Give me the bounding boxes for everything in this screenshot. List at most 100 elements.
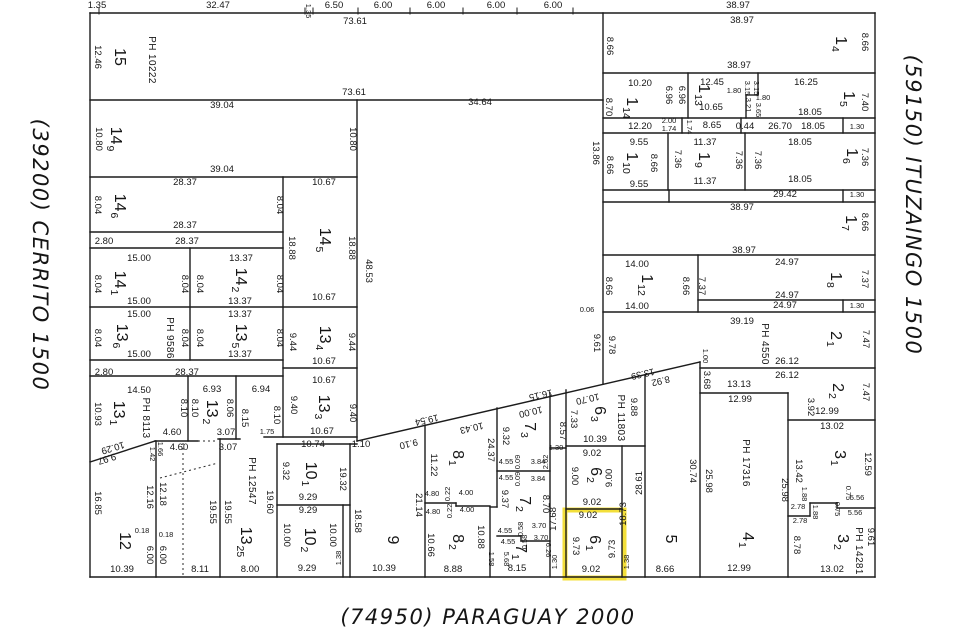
dimension-label: 18.05 (801, 121, 825, 132)
parcel-label-14-6[interactable]: 146 (108, 194, 128, 219)
parcel-label-7-2[interactable]: 72 (513, 496, 533, 512)
parcel-label-1-6[interactable]: 16 (840, 148, 860, 164)
parcel-label-2-2[interactable]: 22 (826, 383, 846, 399)
dimension-label: 9.29 (298, 563, 317, 574)
dimension-label: 28.37 (175, 367, 199, 378)
dimension-label: 19.60 (264, 490, 275, 514)
parcel-label-1-14[interactable]: 114 (620, 97, 640, 119)
dimension-label: 1.74 (662, 124, 677, 133)
parcel-label-14-2[interactable]: 142 (229, 268, 249, 293)
dimension-label: 8.04 (179, 329, 190, 348)
dimension-label: 3.07 (219, 442, 238, 453)
dimension-label: 9.78 (606, 336, 617, 355)
dimension-label: 10.67 (310, 426, 334, 437)
parcel-label-6-1[interactable]: 61 (583, 535, 603, 551)
parcel-label-14-5[interactable]: 145 (313, 228, 333, 253)
dimension-label: 4.55 (501, 537, 516, 546)
parcel-label-13-1[interactable]: 131 (107, 401, 127, 426)
parcel-label-15[interactable]: 15 (111, 48, 128, 66)
dimension-label: 15.00 (127, 296, 151, 307)
dimension-label: 28.61 (634, 471, 645, 495)
parcel-label-5[interactable]: 5 (662, 535, 679, 544)
dimension-label: 8.66 (859, 213, 870, 232)
dimension-label: 18.58 (352, 509, 363, 533)
dimension-label: 0.22 (443, 487, 452, 502)
parcel-label-1-8[interactable]: 18 (824, 272, 844, 288)
parcel-label-13-4[interactable]: 134 (313, 326, 333, 351)
dimension-label: 10.80 (93, 127, 104, 151)
parcel-label-1-5[interactable]: 15 (837, 91, 857, 107)
parcel-label-1-7[interactable]: 17 (839, 215, 859, 231)
parcel-label-14-1[interactable]: 141 (108, 271, 128, 296)
parcel-label-12[interactable]: 12 (116, 532, 133, 550)
dimension-label: 19.54 (414, 411, 440, 427)
parcel-label-1-10[interactable]: 110 (620, 152, 640, 174)
dimension-label: 8.06 (224, 399, 235, 418)
parcel-label-13-2[interactable]: 132 (200, 400, 220, 425)
dimension-label: 4.55 (498, 526, 513, 535)
dimension-label: 13.37 (228, 349, 252, 360)
parcel-label-6-2[interactable]: 62 (584, 467, 604, 483)
dimension-label: 0.58 (520, 535, 529, 550)
dimension-label: 5.56 (848, 508, 863, 517)
highlighted-parcel-6-1[interactable] (562, 507, 627, 581)
dimension-label: 3.84 (531, 457, 546, 466)
dimension-label: 21.14 (413, 493, 424, 517)
parcel-label-14-9[interactable]: 149 (104, 127, 124, 152)
parcel-label-13-6[interactable]: 136 (110, 324, 130, 349)
dimension-label: 18.05 (798, 107, 822, 118)
dimension-label: 13.02 (820, 564, 844, 575)
dimension-label: 8.04 (179, 275, 190, 294)
parcel-label-1-4[interactable]: 14 (829, 36, 849, 52)
dimension-label: 8.78 (791, 536, 802, 555)
dimension-label: 1.10 (352, 439, 371, 450)
parcel-label-3-1[interactable]: 31 (828, 450, 848, 466)
dimension-label: 38.97 (726, 0, 750, 11)
dimension-label: 7.36 (752, 151, 763, 170)
parcel-label-8-1[interactable]: 81 (446, 450, 466, 466)
dimension-label: 8.04 (92, 275, 103, 294)
dimension-label: 9.55 (630, 137, 649, 148)
parcel-label-9[interactable]: 9 (384, 536, 401, 545)
dimension-label: 2.00 (662, 116, 677, 125)
parcel-label-7-3[interactable]: 73 (518, 422, 538, 438)
dimension-label: 6.00 (374, 0, 393, 11)
parcel-label-1-13[interactable]: 113 (692, 84, 712, 106)
parcel-label-3-2[interactable]: 32 (831, 534, 851, 550)
parcel-label-1-12[interactable]: 112 (635, 274, 655, 296)
dimension-label: 13.39 (630, 365, 656, 381)
dimension-label: 9.55 (630, 179, 649, 190)
dimension-label: 39.19 (730, 316, 754, 327)
dimension-label: 34.64 (468, 97, 492, 108)
dimension-label: 38.97 (730, 15, 754, 26)
dimension-label: 39.04 (210, 100, 234, 111)
parcel-label-1-9[interactable]: 19 (692, 152, 712, 168)
parcel-label-7-1[interactable]: 71 (509, 544, 529, 560)
parcel-label-10-1[interactable]: 101 (299, 462, 319, 487)
dimension-label: 10.67 (312, 375, 336, 386)
dimension-label: 10.70 (575, 390, 601, 406)
dimension-label: 4.60 (163, 427, 182, 438)
dimension-label: 13.42 (793, 459, 804, 483)
dimension-label: 19.32 (337, 467, 348, 491)
dimension-label: 10.20 (628, 78, 652, 89)
parcel-label-13-3[interactable]: 133 (312, 395, 332, 420)
dimension-label: 19.55 (207, 500, 218, 524)
dimension-label: 4.00 (459, 488, 474, 497)
dimension-label: 25.98 (703, 469, 714, 493)
dimension-label: 12.16 (144, 485, 155, 509)
dimension-label: 2.78 (793, 516, 808, 525)
parcel-label-13-25[interactable]: 1325 (234, 527, 254, 558)
dimension-label: 4.80 (425, 489, 440, 498)
dimension-label: 0.22 (445, 504, 454, 519)
parcel-label-13-5[interactable]: 135 (229, 324, 249, 349)
dimension-label: 0.75 (844, 486, 853, 501)
parcel-label-2-1[interactable]: 21 (824, 331, 844, 347)
dimension-label: 8.66 (859, 33, 870, 52)
parcel-label-4-1[interactable]: 41 (736, 532, 756, 548)
parcel-label-8-2[interactable]: 82 (446, 534, 466, 550)
dimension-label: 13.02 (820, 421, 844, 432)
dimension-label: 7.33 (568, 410, 579, 429)
parcel-label-10-2[interactable]: 102 (298, 528, 318, 553)
parcel-label-6-3[interactable]: 63 (588, 406, 608, 422)
